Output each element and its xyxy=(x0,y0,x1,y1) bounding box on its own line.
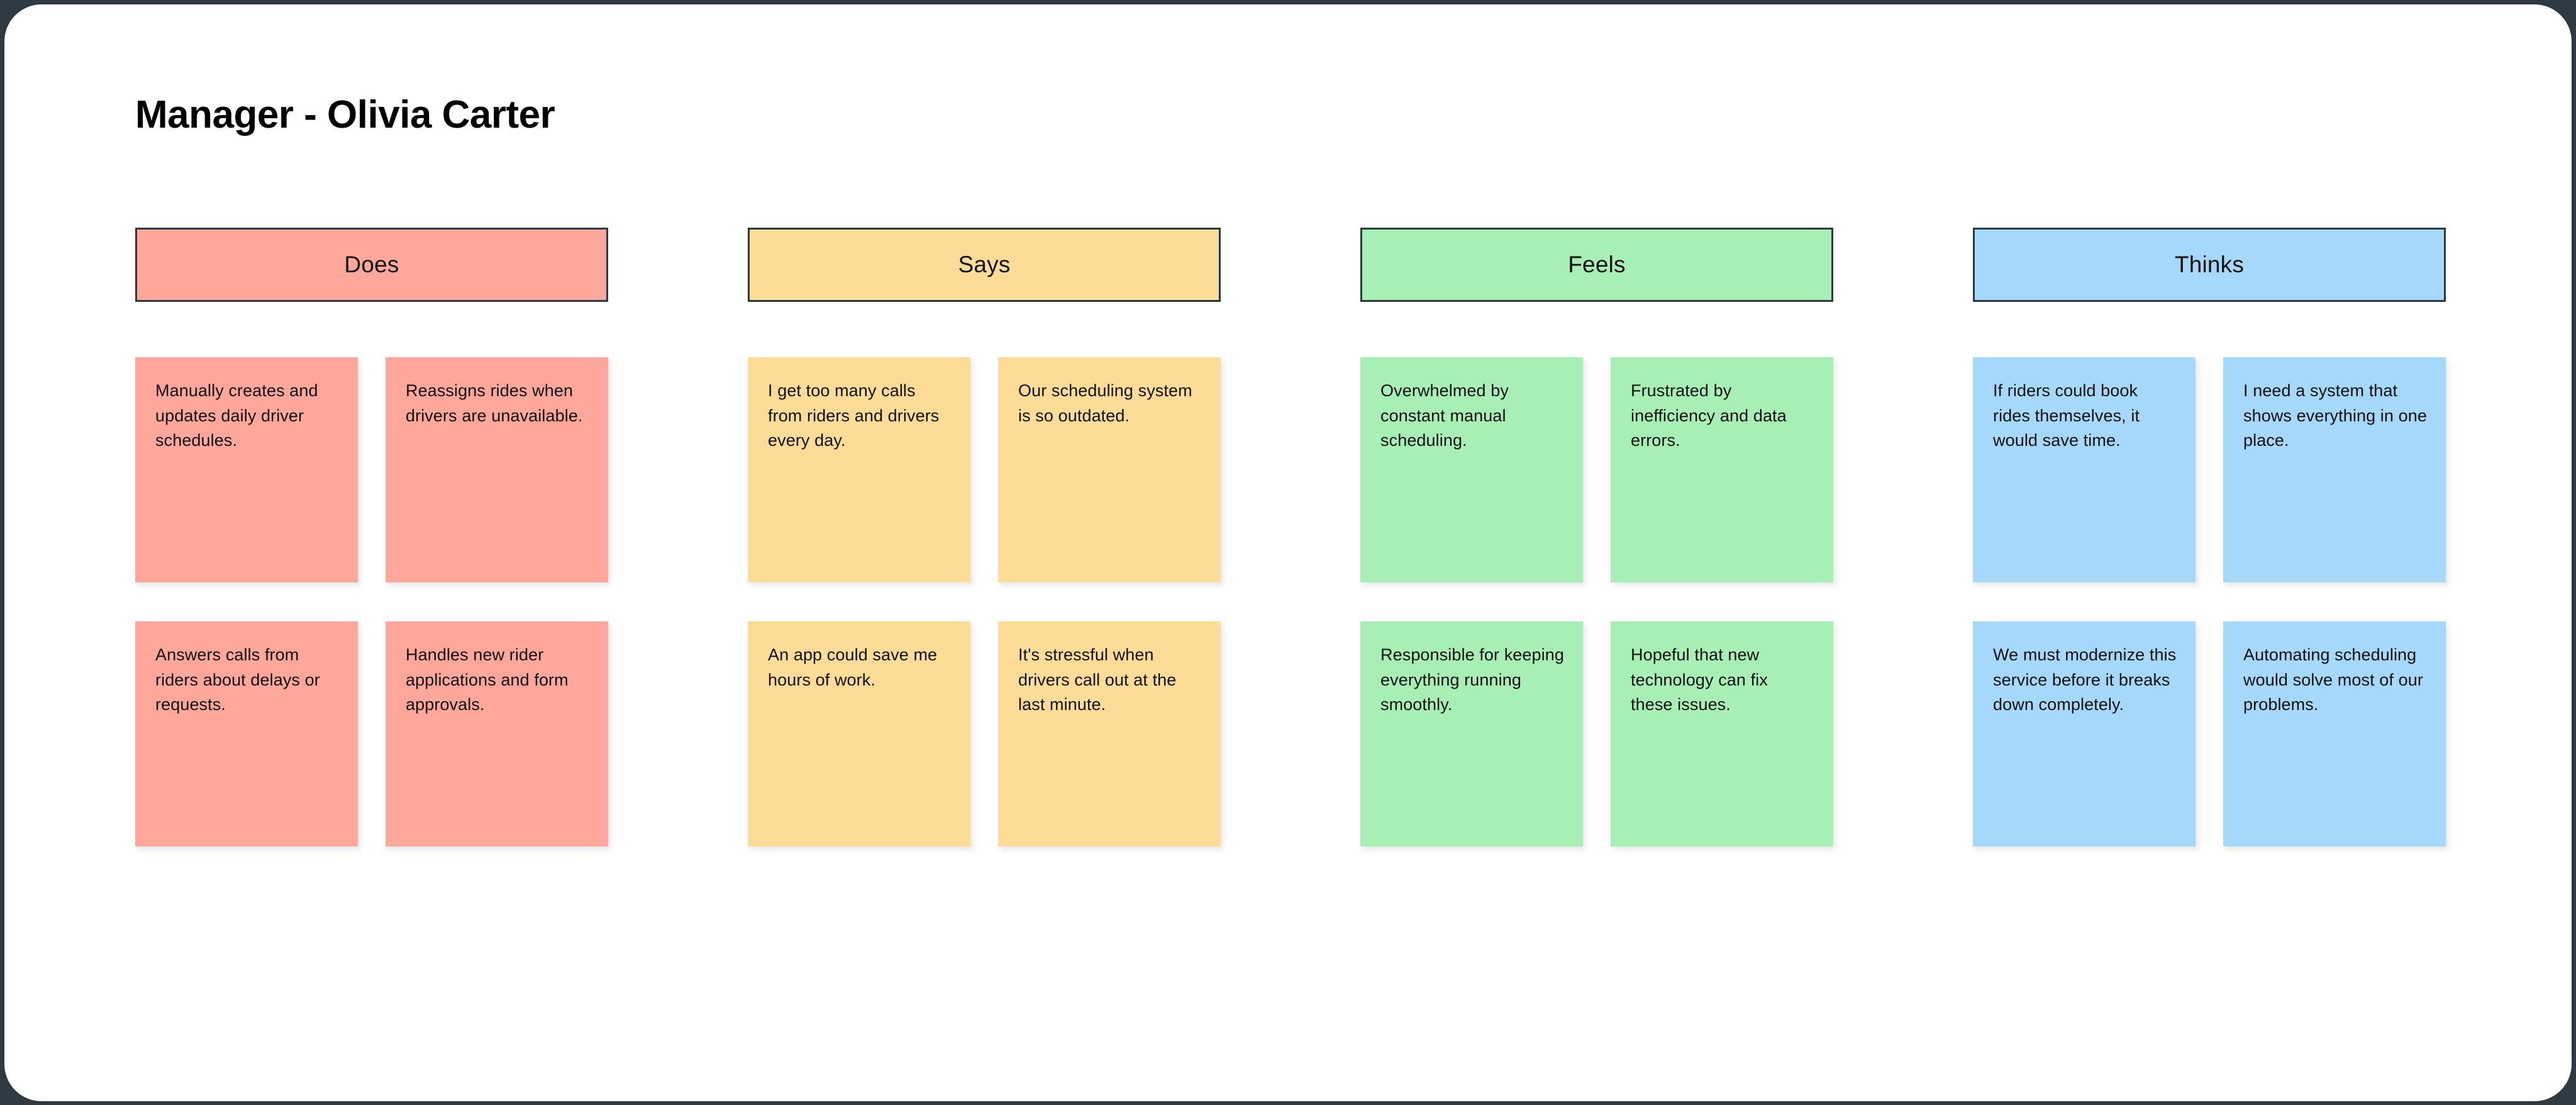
sticky-note-text: We must modernize this service before it… xyxy=(1993,645,2177,714)
column-header-does[interactable]: Does xyxy=(135,228,608,302)
sticky-note[interactable]: Automating scheduling would solve most o… xyxy=(2223,621,2446,847)
column-header-feels[interactable]: Feels xyxy=(1360,228,1833,302)
sticky-note[interactable]: Answers calls from riders about delays o… xyxy=(135,621,358,847)
column-header-label: Says xyxy=(958,252,1011,277)
notes-grid-does: Manually creates and updates daily drive… xyxy=(135,357,608,847)
column-does: Does Manually creates and updates daily … xyxy=(135,228,608,886)
sticky-note[interactable]: If riders could book rides themselves, i… xyxy=(1973,357,2196,582)
sticky-note-text: Handles new rider applications and form … xyxy=(406,645,569,714)
sticky-note-text: Hopeful that new technology can fix thes… xyxy=(1631,645,1768,714)
sticky-note-text: It's stressful when drivers call out at … xyxy=(1018,645,1177,714)
note-row: Manually creates and updates daily drive… xyxy=(135,357,608,582)
column-header-label: Thinks xyxy=(2174,252,2245,277)
column-header-label: Does xyxy=(344,252,399,277)
column-header-says[interactable]: Says xyxy=(748,228,1221,302)
sticky-note[interactable]: Our scheduling system is so outdated. xyxy=(998,357,1221,582)
column-feels: Feels Overwhelmed by constant manual sch… xyxy=(1360,228,1833,886)
notes-grid-says: I get too many calls from riders and dri… xyxy=(748,357,1221,847)
note-row: Answers calls from riders about delays o… xyxy=(135,621,608,847)
sticky-note-text: Frustrated by inefficiency and data erro… xyxy=(1631,381,1787,450)
page-title: Manager - Olivia Carter xyxy=(135,93,555,136)
column-says: Says I get too many calls from riders an… xyxy=(748,228,1221,886)
sticky-note[interactable]: Reassigns rides when drivers are unavail… xyxy=(386,357,608,582)
sticky-note[interactable]: Frustrated by inefficiency and data erro… xyxy=(1611,357,1833,582)
sticky-note[interactable]: Overwhelmed by constant manual schedulin… xyxy=(1360,357,1583,582)
note-row: An app could save me hours of work. It's… xyxy=(748,621,1221,847)
sticky-note-text: Automating scheduling would solve most o… xyxy=(2243,645,2423,714)
sticky-note-text: Answers calls from riders about delays o… xyxy=(155,645,320,714)
note-row: We must modernize this service before it… xyxy=(1973,621,2446,847)
note-row: If riders could book rides themselves, i… xyxy=(1973,357,2446,582)
column-header-label: Feels xyxy=(1568,252,1626,277)
sticky-note-text: Manually creates and updates daily drive… xyxy=(155,381,318,450)
note-row: Responsible for keeping everything runni… xyxy=(1360,621,1833,847)
board-canvas: Manager - Olivia Carter Does Manually cr… xyxy=(3,3,2573,1103)
column-thinks: Thinks If riders could book rides themse… xyxy=(1973,228,2446,886)
sticky-note[interactable]: Handles new rider applications and form … xyxy=(386,621,608,847)
notes-grid-feels: Overwhelmed by constant manual schedulin… xyxy=(1360,357,1833,847)
sticky-note[interactable]: Hopeful that new technology can fix thes… xyxy=(1611,621,1833,847)
column-header-thinks[interactable]: Thinks xyxy=(1973,228,2446,302)
sticky-note[interactable]: I need a system that shows everything in… xyxy=(2223,357,2446,582)
sticky-note[interactable]: It's stressful when drivers call out at … xyxy=(998,621,1221,847)
sticky-note-text: Overwhelmed by constant manual schedulin… xyxy=(1380,381,1509,450)
note-row: I get too many calls from riders and dri… xyxy=(748,357,1221,582)
sticky-note[interactable]: Manually creates and updates daily drive… xyxy=(135,357,358,582)
sticky-note-text: Responsible for keeping everything runni… xyxy=(1380,645,1564,714)
sticky-note-text: Our scheduling system is so outdated. xyxy=(1018,381,1192,425)
sticky-note-text: I need a system that shows everything in… xyxy=(2243,381,2427,450)
sticky-note-text: Reassigns rides when drivers are unavail… xyxy=(406,381,583,425)
notes-grid-thinks: If riders could book rides themselves, i… xyxy=(1973,357,2446,847)
sticky-note-text: I get too many calls from riders and dri… xyxy=(768,381,940,450)
sticky-note-text: An app could save me hours of work. xyxy=(768,645,938,689)
note-row: Overwhelmed by constant manual schedulin… xyxy=(1360,357,1833,582)
sticky-note[interactable]: We must modernize this service before it… xyxy=(1973,621,2196,847)
sticky-note[interactable]: I get too many calls from riders and dri… xyxy=(748,357,970,582)
sticky-note-text: If riders could book rides themselves, i… xyxy=(1993,381,2140,450)
sticky-note[interactable]: Responsible for keeping everything runni… xyxy=(1360,621,1583,847)
sticky-note[interactable]: An app could save me hours of work. xyxy=(748,621,970,847)
